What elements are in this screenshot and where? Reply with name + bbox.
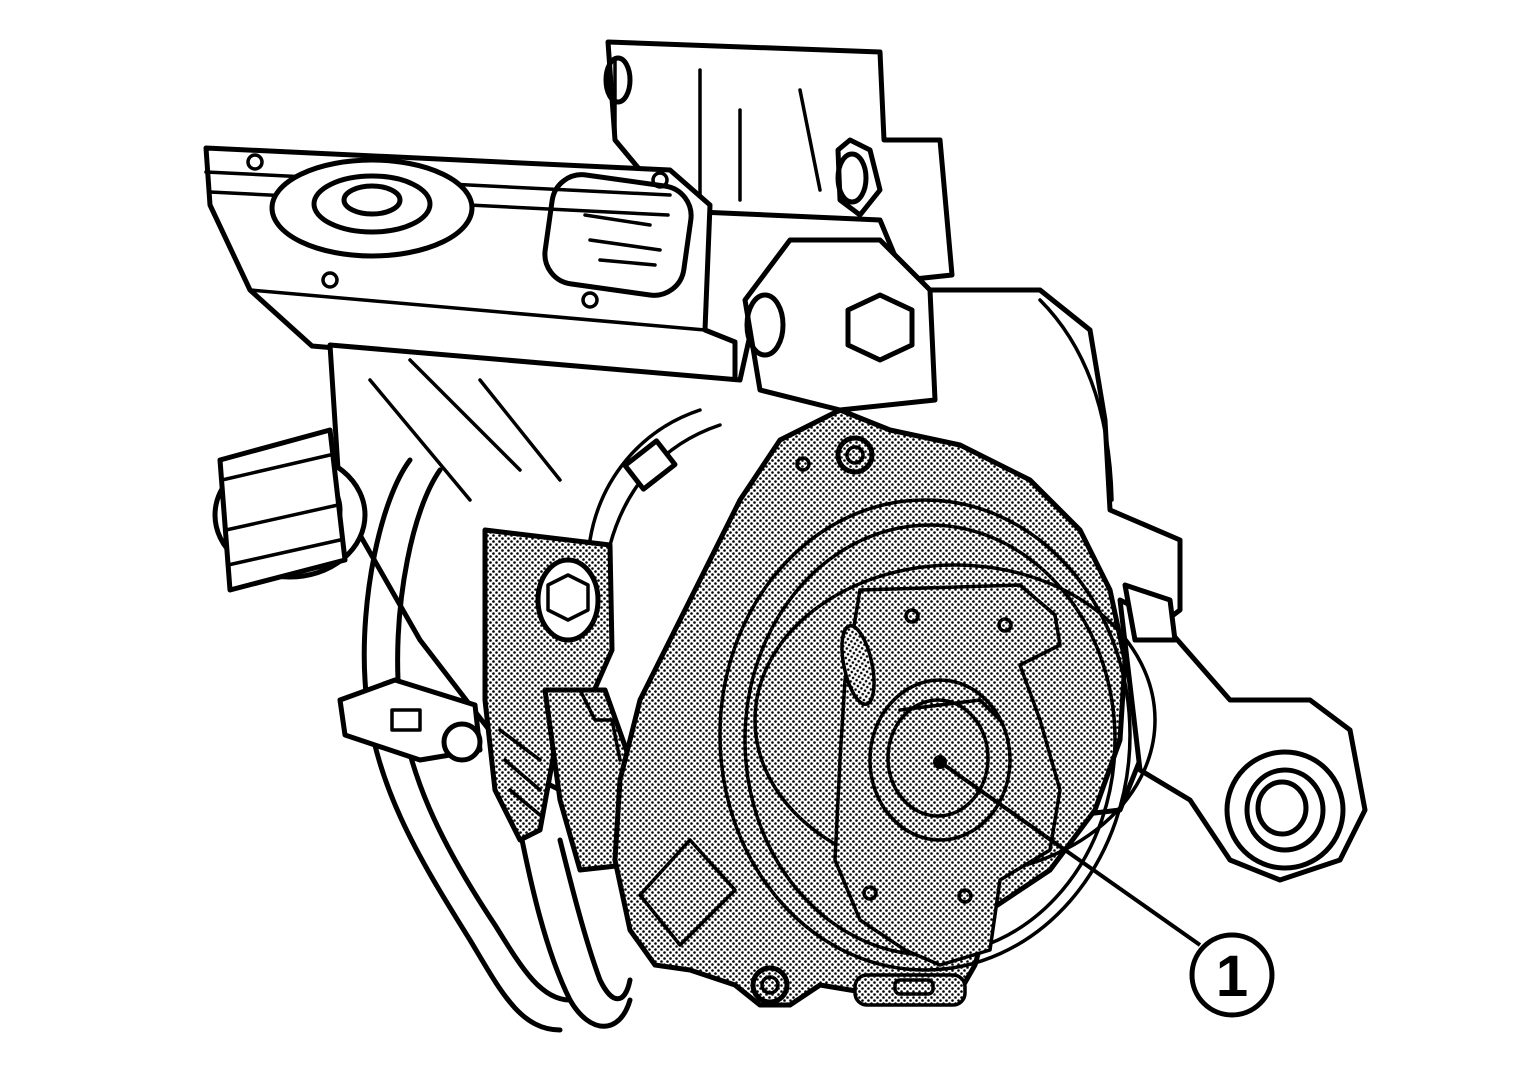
callout-1-label: 1	[1216, 944, 1248, 1009]
lower-mounting-ear	[1117, 582, 1368, 883]
hose-clip	[337, 677, 483, 763]
callout-1: 1	[1189, 932, 1275, 1018]
electrical-connector	[482, 527, 633, 873]
upper-bolt-boss	[742, 237, 938, 413]
callout-1-circle	[1189, 932, 1275, 1018]
compressor-clutch-assembly	[612, 407, 1157, 1008]
refrigerant-hoses	[361, 457, 633, 1033]
wire-harness	[588, 408, 722, 547]
callout-leader-line	[938, 760, 1202, 947]
upper-mounting-bracket	[603, 39, 955, 283]
mounting-flange-plate	[203, 145, 738, 385]
